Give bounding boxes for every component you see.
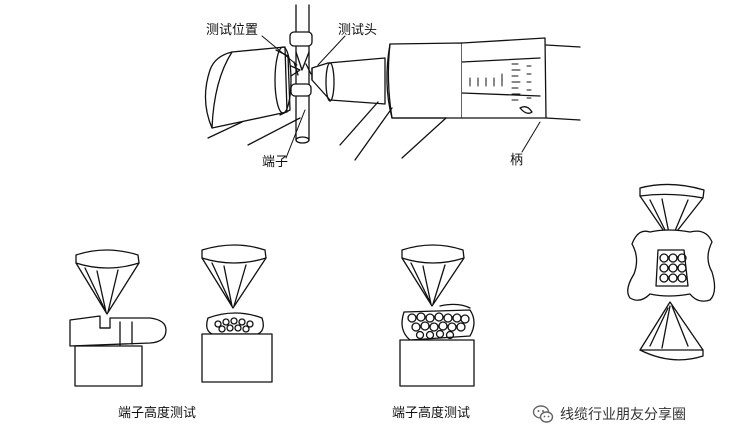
- micrometer-illustration: [204, 4, 581, 161]
- height-test-1-illustration: [69, 244, 273, 387]
- spindle: [311, 57, 386, 105]
- label-test-position: 测试位置: [206, 23, 259, 38]
- probe-cone-b: [201, 244, 267, 309]
- label-handle: 柄: [510, 153, 524, 168]
- anvil: [204, 46, 292, 129]
- probe-cone-c: [401, 244, 465, 307]
- height-test-2-illustration: [399, 244, 475, 387]
- label-height-test-1: 端子高度测试: [118, 406, 197, 421]
- label-height-test-2: 端子高度测试: [392, 406, 471, 421]
- label-test-head: 测试头: [338, 23, 378, 38]
- crimped-terminal-section: [627, 229, 716, 302]
- probe-cone-bottom: [639, 301, 704, 361]
- wechat-icon: [532, 405, 554, 423]
- leader-lines: [261, 35, 541, 159]
- probe-cone-a: [75, 249, 140, 315]
- watermark-text: 线缆行业朋友分享圈: [560, 407, 686, 423]
- watermark: 线缆行业朋友分享圈: [532, 403, 686, 425]
- frame: [207, 101, 447, 161]
- cross-section-illustration: [627, 183, 716, 361]
- sleeve-thimble: [386, 37, 581, 121]
- crimp-sample-b: [201, 312, 273, 383]
- label-terminal: 端子: [262, 155, 289, 170]
- thimble-scale-ticks: [469, 63, 532, 101]
- probe-cone-top: [639, 183, 705, 241]
- terminal-block-a: [69, 315, 167, 387]
- crimp-sample-c: [399, 303, 475, 387]
- terminal-wire: [289, 4, 313, 144]
